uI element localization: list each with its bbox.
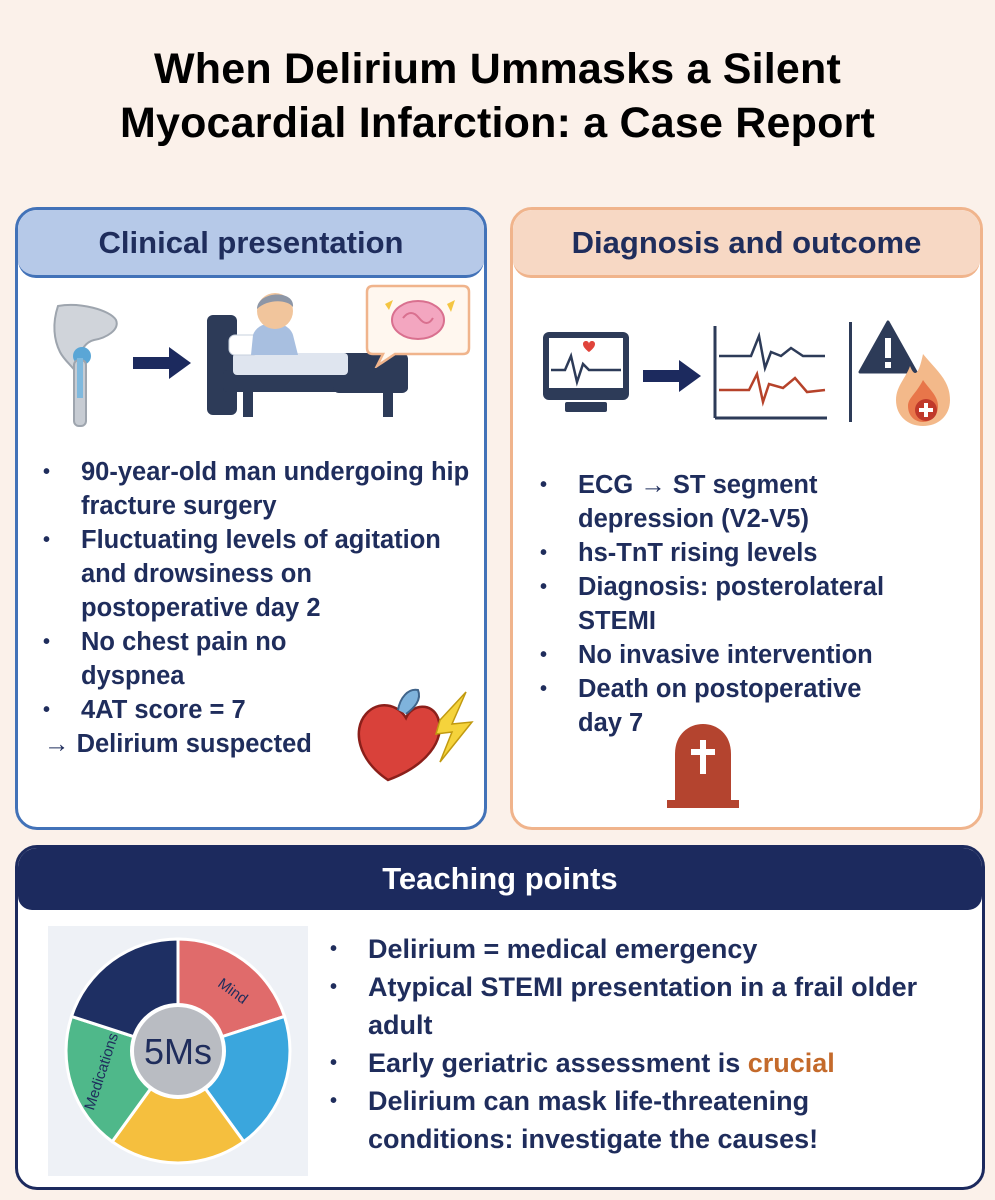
list-item: Diagnosis: posterolateral STEMI [533, 570, 938, 638]
list-item: No invasive intervention [533, 638, 973, 672]
clinical-bullet-list: 90-year-old man undergoing hip fracture … [36, 455, 476, 761]
diagnosis-outcome-heading: Diagnosis and outcome [513, 210, 980, 278]
fire-icon [896, 354, 950, 426]
wheel-segment-yellow [110, 1048, 246, 1165]
list-item: hs-TnT rising levels [533, 536, 973, 570]
clinical-presentation-panel: Clinical presentation 90-y [15, 207, 487, 830]
arrow-right-icon [133, 347, 191, 379]
list-item: Death on postoperative day 7 [533, 672, 908, 740]
divider [849, 322, 852, 422]
ecg-monitor-icon [543, 332, 629, 412]
diagnosis-outcome-panel: Diagnosis and outcome [510, 207, 983, 830]
warning-icon [858, 320, 918, 374]
list-item: Delirium can mask life-threatening condi… [323, 1082, 958, 1158]
list-item: Delirium = medical emergency [323, 930, 973, 968]
patient-in-bed-icon [207, 293, 408, 417]
list-item-text: Early geriatric assessment is [368, 1048, 741, 1078]
list-item: Fluctuating levels of agitation and drow… [36, 523, 476, 625]
list-item: 4AT score = 7 [36, 693, 476, 727]
list-item: 90-year-old man undergoing hip fracture … [36, 455, 476, 523]
list-item: No chest pain no dyspnea [36, 625, 301, 693]
crucial-highlight: crucial [747, 1048, 835, 1078]
list-item: ECG → ST segment depression (V2-V5) [533, 468, 878, 536]
arrow-right-icon [643, 360, 701, 392]
ecg-trace-icon [713, 326, 827, 420]
clinical-presentation-heading: Clinical presentation [18, 210, 484, 278]
teaching-points-heading: Teaching points [18, 848, 982, 910]
hip-bone-icon [53, 304, 118, 427]
page-title: When Delirium Ummasks a Silent Myocardia… [0, 42, 995, 150]
teaching-bullet-list: Delirium = medical emergency Atypical ST… [323, 930, 973, 1158]
title-line-2: Myocardial Infarction: a Case Report [119, 99, 876, 147]
tombstone-icon [667, 724, 739, 808]
title-line-1: When Delirium Ummasks a Silent [153, 45, 842, 93]
list-item: Atypical STEMI presentation in a frail o… [323, 968, 948, 1044]
diagnosis-bullet-list: ECG → ST segment depression (V2-V5) hs-T… [533, 468, 973, 740]
list-item: Early geriatric assessment is crucial [323, 1044, 973, 1082]
five-ms-wheel-icon: 5Ms Mind Medications [48, 926, 308, 1176]
delirium-conclusion: → Delirium suspected [44, 730, 312, 758]
teaching-points-panel: Teaching points 5Ms Mind Medications Del… [15, 845, 985, 1190]
brain-speech-bubble-icon [365, 284, 471, 368]
wheel-center-label: 5Ms [144, 1031, 212, 1072]
